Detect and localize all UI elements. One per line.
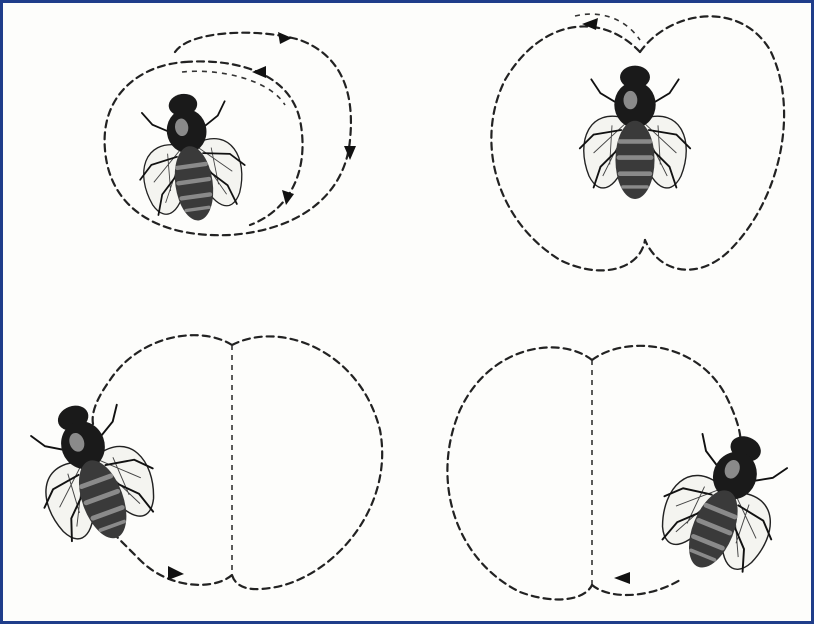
arrow-icon <box>278 32 292 44</box>
arrow-icon <box>252 66 266 78</box>
dance-path-return <box>182 71 285 105</box>
dance-path-right-loop <box>232 336 382 589</box>
arrow-icon <box>282 190 294 205</box>
arrow-icon <box>168 566 184 580</box>
panel-top-right <box>491 14 784 270</box>
dance-path-right-loop <box>592 346 741 450</box>
panel-bottom-left <box>15 335 382 589</box>
bee-icon <box>580 66 690 199</box>
panel-top-left <box>105 32 356 235</box>
panel-bottom-right <box>447 346 803 600</box>
bee-icon <box>645 416 804 588</box>
dance-path-left-loop <box>447 347 592 599</box>
dance-path-bottom <box>592 580 680 595</box>
arrow-icon <box>614 572 630 584</box>
bee-icon <box>129 87 251 228</box>
arrow-icon <box>582 18 598 30</box>
